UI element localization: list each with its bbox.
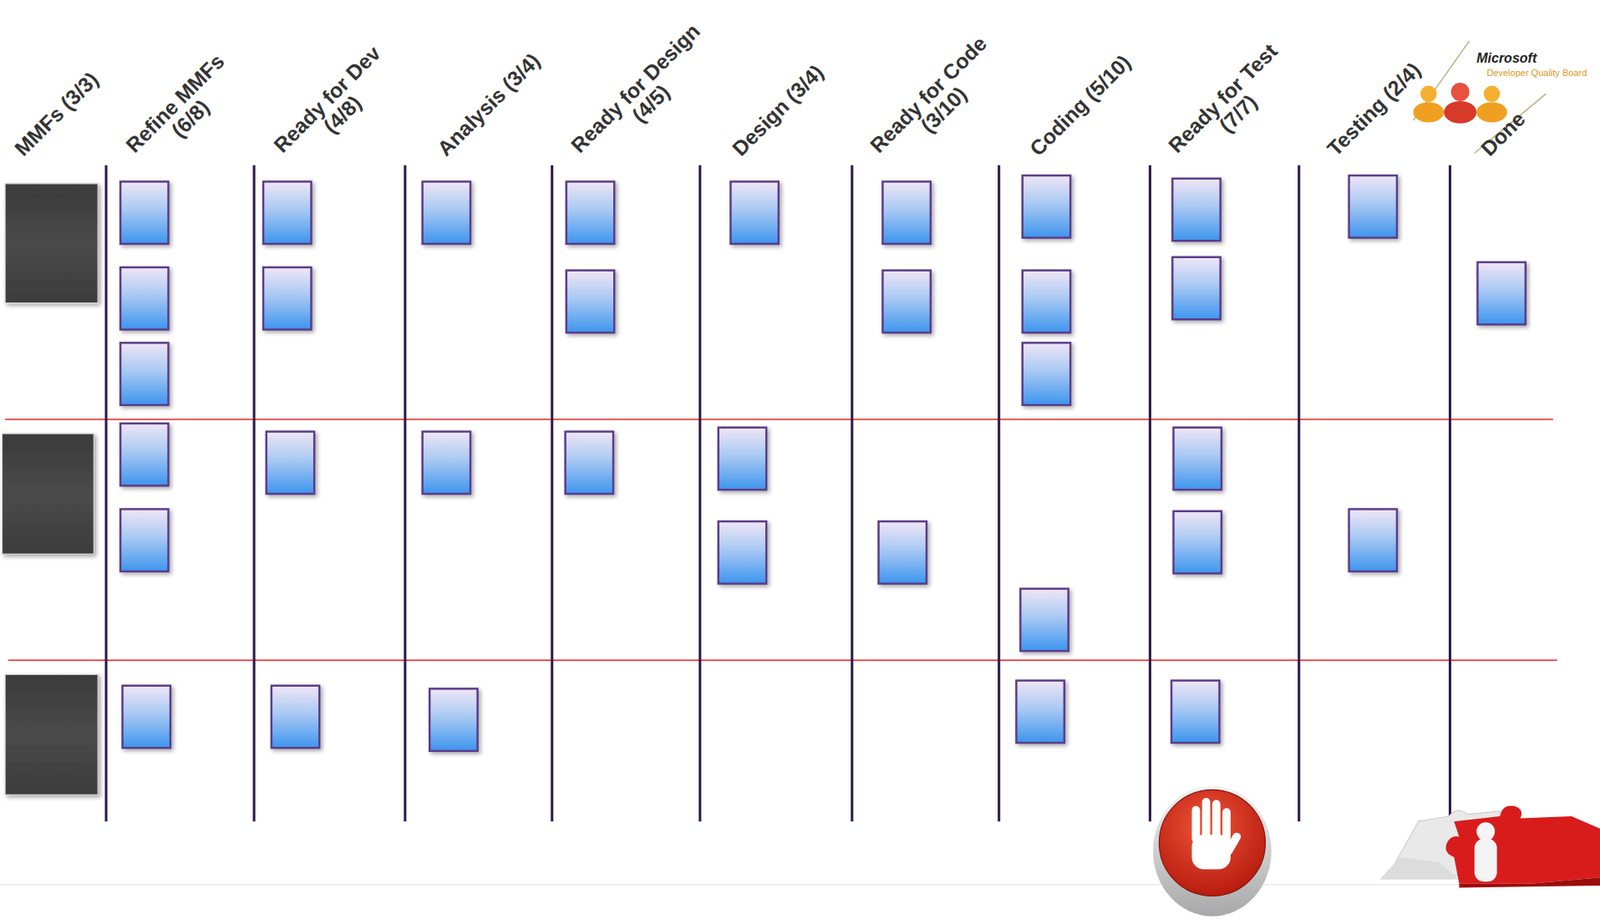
column-line bbox=[698, 165, 701, 822]
logo-text: Microsoft bbox=[1476, 51, 1537, 67]
task-card bbox=[266, 431, 315, 494]
column-line bbox=[104, 165, 107, 822]
task-card bbox=[566, 181, 615, 244]
task-card bbox=[120, 342, 168, 405]
column-header: Analysis (3/4) bbox=[433, 49, 545, 161]
column-header: Design (3/4) bbox=[728, 60, 828, 161]
task-card bbox=[120, 181, 168, 244]
task-card bbox=[565, 431, 614, 494]
column-lines bbox=[106, 165, 1450, 822]
mmf-block bbox=[5, 183, 98, 304]
column-line bbox=[550, 165, 554, 822]
stop-hand-icon bbox=[1153, 785, 1272, 916]
task-card bbox=[718, 521, 767, 584]
task-card bbox=[882, 181, 930, 244]
column-line bbox=[403, 165, 407, 822]
task-card bbox=[1015, 680, 1064, 743]
task-card bbox=[422, 181, 471, 244]
task-card bbox=[1349, 175, 1397, 238]
lane-lines bbox=[5, 419, 1558, 661]
task-card bbox=[1022, 175, 1071, 238]
task-card bbox=[882, 270, 930, 333]
task-card bbox=[429, 688, 478, 751]
column-header: Coding (5/10) bbox=[1025, 50, 1135, 161]
task-card bbox=[120, 423, 168, 486]
task-card bbox=[271, 685, 320, 748]
task-card bbox=[1173, 511, 1221, 574]
task-card bbox=[1173, 427, 1221, 490]
task-card bbox=[730, 181, 778, 244]
task-card bbox=[263, 267, 311, 330]
task-card bbox=[566, 270, 615, 333]
column-line bbox=[1148, 165, 1152, 822]
column-header: Testing (2/4) bbox=[1323, 58, 1425, 160]
column-line bbox=[253, 165, 256, 822]
column-header: Ready for Dev (4/8) bbox=[268, 40, 402, 173]
mmf-block bbox=[5, 674, 98, 795]
task-card bbox=[263, 181, 311, 244]
logo-text: Developer Quality Board bbox=[1486, 68, 1587, 79]
task-card bbox=[1020, 589, 1068, 651]
logo-people bbox=[1413, 40, 1547, 153]
task-card bbox=[1172, 257, 1220, 320]
column-header: MMFs (3/3) bbox=[10, 68, 102, 161]
floor-line bbox=[0, 883, 1600, 886]
column-header: Done bbox=[1476, 107, 1529, 161]
task-card bbox=[122, 685, 171, 748]
column-line bbox=[997, 165, 1001, 822]
task-card bbox=[1022, 342, 1071, 405]
task-card bbox=[718, 427, 767, 490]
column-line bbox=[1448, 165, 1452, 822]
puzzle-pieces bbox=[1379, 805, 1600, 888]
task-card bbox=[422, 431, 471, 494]
mmf-blocks bbox=[1, 183, 98, 796]
column-header: Ready for Design (4/5) bbox=[565, 18, 722, 174]
task-card bbox=[120, 508, 168, 571]
column-header: Refine MMFs (6/8) bbox=[120, 48, 246, 174]
task-card bbox=[1171, 680, 1220, 743]
task-card bbox=[1349, 508, 1397, 571]
task-card bbox=[878, 521, 927, 584]
task-cards bbox=[120, 175, 1526, 752]
task-card bbox=[120, 267, 168, 330]
task-card bbox=[1477, 262, 1525, 325]
column-header: Ready for Code (3/10) bbox=[864, 30, 1008, 174]
column-header: Ready for Test (7/7) bbox=[1163, 38, 1299, 174]
task-card bbox=[1172, 178, 1220, 241]
mmf-block bbox=[1, 433, 94, 554]
column-line bbox=[1297, 165, 1301, 822]
column-line bbox=[850, 165, 854, 822]
task-card bbox=[1022, 270, 1071, 333]
